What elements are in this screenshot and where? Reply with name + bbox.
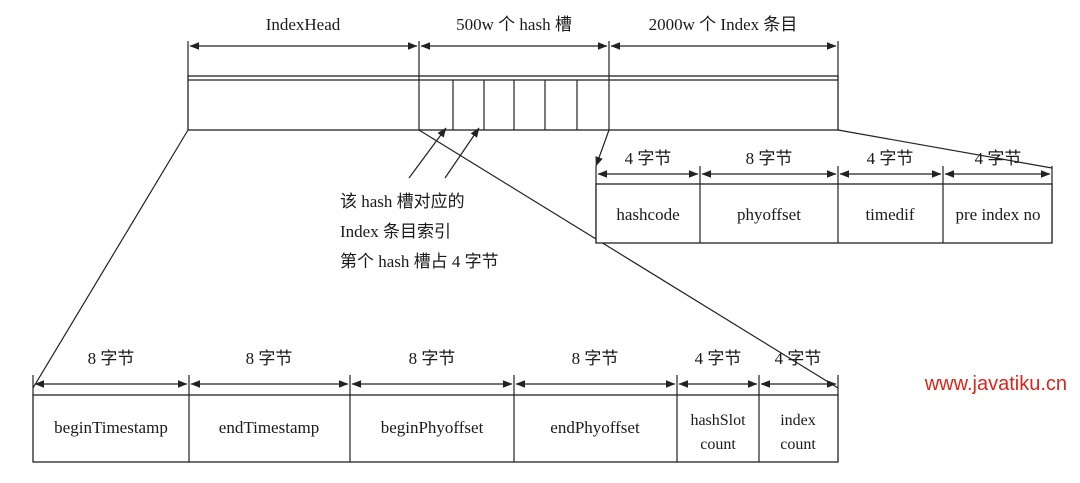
header-expand-line-right [418, 129, 839, 389]
note-line-1: 该 hash 槽对应的 [340, 192, 465, 211]
entry-size-label: 4 字节 [867, 149, 914, 168]
entry-expand-arrow-left [595, 129, 610, 167]
note-line-2: Index 条目索引 [340, 222, 451, 241]
entry-size-label: 4 字节 [625, 149, 672, 168]
entry-field-pre-index-no: pre index no [956, 205, 1041, 224]
header-size-label: 8 字节 [572, 349, 619, 368]
entry-expand-line-right [837, 129, 1053, 169]
index-head-label: IndexHead [266, 15, 341, 34]
header-field-hashslot-count-line2: count [700, 436, 736, 453]
header-size-label: 8 字节 [88, 349, 135, 368]
entry-size-label: 4 字节 [975, 149, 1022, 168]
expansion-lines [32, 127, 1053, 389]
header-field-end-phyoffset: endPhyoffset [550, 418, 640, 437]
hash-slots-label: 500w 个 hash 槽 [456, 15, 572, 34]
header-size-label: 4 字节 [775, 349, 822, 368]
note-pointer-arrow [444, 127, 480, 179]
entry-size-label: 8 字节 [746, 149, 793, 168]
file-layout: IndexHead 500w 个 hash 槽 2000w 个 Index 条目 [187, 15, 839, 131]
entry-field-hashcode: hashcode [616, 205, 679, 224]
index-head-structure: 8 字节 8 字节 8 字节 8 字节 4 字节 4 字节 beginTimes… [32, 349, 839, 463]
index-head-box [32, 394, 839, 463]
note-pointer-arrow [408, 127, 447, 179]
index-entry-structure: 4 字节 8 字节 4 字节 4 字节 hashcode phyoffset t… [595, 149, 1053, 244]
header-field-hashslot-count-line1: hashSlot [690, 412, 746, 429]
header-field-end-timestamp: endTimestamp [219, 418, 319, 437]
hash-slot-note: 该 hash 槽对应的 Index 条目索引 第个 hash 槽占 4 字节 [340, 192, 499, 271]
header-field-index-count-line2: count [780, 436, 816, 453]
header-field-begin-phyoffset: beginPhyoffset [381, 418, 484, 437]
watermark-text: www.javatiku.cn [924, 373, 1067, 395]
header-expand-line-left [32, 129, 189, 389]
header-size-label: 8 字节 [409, 349, 456, 368]
header-field-begin-timestamp: beginTimestamp [54, 418, 168, 437]
file-bar [187, 75, 839, 131]
index-entries-label: 2000w 个 Index 条目 [649, 15, 798, 34]
header-size-label: 8 字节 [246, 349, 293, 368]
entry-field-phyoffset: phyoffset [737, 205, 801, 224]
index-entry-box [595, 183, 1053, 244]
note-line-3: 第个 hash 槽占 4 字节 [340, 252, 499, 271]
entry-field-timedif: timedif [865, 205, 914, 224]
header-field-index-count-line1: index [780, 412, 816, 429]
header-size-label: 4 字节 [695, 349, 742, 368]
